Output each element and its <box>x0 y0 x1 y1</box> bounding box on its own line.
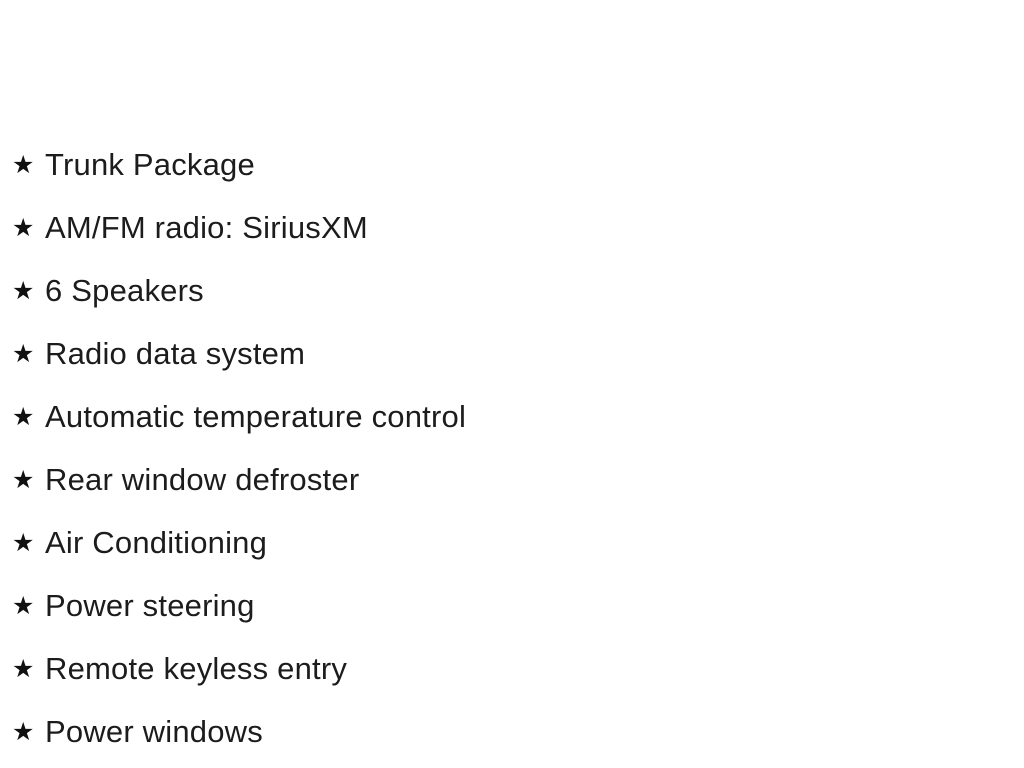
list-item: ★ Air Conditioning <box>12 511 1024 574</box>
star-bullet-icon: ★ <box>12 277 35 305</box>
feature-label: Radio data system <box>45 336 306 371</box>
feature-label: Power steering <box>45 588 255 623</box>
feature-label: Power windows <box>45 714 263 749</box>
list-item: ★ Radio data system <box>12 322 1024 385</box>
star-bullet-icon: ★ <box>12 466 35 494</box>
list-item: ★ Automatic temperature control <box>12 385 1024 448</box>
list-item: ★ Remote keyless entry <box>12 637 1024 700</box>
list-item: ★ Power windows <box>12 700 1024 763</box>
feature-label: AM/FM radio: SiriusXM <box>45 210 368 245</box>
star-bullet-icon: ★ <box>12 529 35 557</box>
vehicle-features-list: ★ Trunk Package ★ AM/FM radio: SiriusXM … <box>0 133 1024 763</box>
star-bullet-icon: ★ <box>12 340 35 368</box>
list-item: ★ Rear window defroster <box>12 448 1024 511</box>
star-bullet-icon: ★ <box>12 592 35 620</box>
list-item: ★ Power steering <box>12 574 1024 637</box>
feature-label: Automatic temperature control <box>45 399 467 434</box>
list-item: ★ 6 Speakers <box>12 259 1024 322</box>
feature-label: Remote keyless entry <box>45 651 348 686</box>
features-page: ★ Trunk Package ★ AM/FM radio: SiriusXM … <box>0 133 1024 768</box>
feature-label: Air Conditioning <box>45 525 268 560</box>
star-bullet-icon: ★ <box>12 403 35 431</box>
list-item: ★ Trunk Package <box>12 133 1024 196</box>
star-bullet-icon: ★ <box>12 655 35 683</box>
feature-label: Rear window defroster <box>45 462 360 497</box>
list-item: ★ AM/FM radio: SiriusXM <box>12 196 1024 259</box>
star-bullet-icon: ★ <box>12 151 35 179</box>
feature-label: Trunk Package <box>45 147 255 182</box>
star-bullet-icon: ★ <box>12 214 35 242</box>
feature-label: 6 Speakers <box>45 273 204 308</box>
star-bullet-icon: ★ <box>12 718 35 746</box>
